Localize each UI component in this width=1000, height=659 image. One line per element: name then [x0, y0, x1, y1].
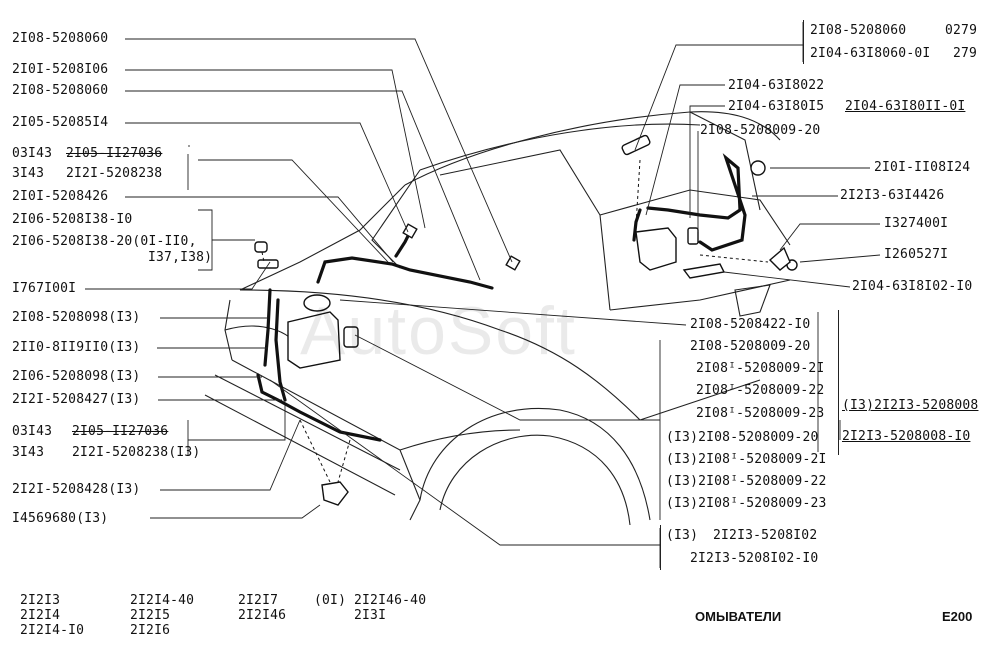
- label-r-13-21213-5208008: (I3)2I2I3-5208008: [842, 398, 979, 413]
- label-17671001: I767I00I: [12, 281, 77, 296]
- assembly-dashed-lines: [261, 159, 769, 483]
- label-2101-5208106: 2I0I-5208I06: [12, 62, 109, 77]
- watermark: AutoSoft: [300, 293, 577, 369]
- label-r-13274001: I327400I: [884, 216, 949, 231]
- label-r-2108-5208060: 2I08-5208060: [810, 23, 907, 38]
- label-r-2104-6318102-10: 2I04-63I8I02-I0: [852, 279, 973, 294]
- label-r-2108-5208009-22: 2I08ᴵ-5208009-22: [696, 383, 825, 398]
- model-212146: 2I2I46: [238, 608, 287, 623]
- page-code: E200: [942, 609, 973, 624]
- label-r-13-prefix: (I3): [666, 528, 699, 543]
- label-r-13-2108-5208009-21: (I3)2I08ᴵ-5208009-2I: [666, 452, 827, 467]
- label-2121-5208238: 2I2I-5208238: [66, 166, 163, 181]
- label-r-2108-5208009-23: 2I08ᴵ-5208009-23: [696, 406, 825, 421]
- front-nozzle-left: [402, 223, 418, 239]
- model-21213: 2I2I3: [20, 593, 61, 608]
- label-r-21213-5208102-10: 2I2I3-5208I02-I0: [690, 551, 819, 566]
- label-2106-5208098-13: 2I06-5208098(I3): [12, 369, 141, 384]
- label-2105-1127036-lower-struck: 2I05-II27036: [72, 424, 169, 439]
- label-03143: 03I43: [12, 146, 53, 161]
- label-2105-1127036-struck: 2I05-II27036: [66, 146, 163, 161]
- label-r-2104-6318022: 2I04-63I8022: [728, 78, 825, 93]
- label-r-2108-5208009-20: 2I08-5208009-20: [700, 123, 821, 138]
- bracket-mid-right: [838, 310, 839, 455]
- front-washer-reservoir: [287, 311, 341, 369]
- label-3143-lower: 3I43: [12, 445, 45, 460]
- label-r-13-2108-5208009-20: (I3)2I08-5208009-20: [666, 430, 819, 445]
- rear-bracket: [682, 263, 726, 279]
- label-r-12605271: I260527I: [884, 247, 949, 262]
- label-r-0279: 0279: [945, 23, 978, 38]
- label-2121-5208428-13: 2I2I-5208428(I3): [12, 482, 141, 497]
- label-r-21213-5208102: 2I2I3-5208I02: [713, 528, 818, 543]
- label-2108-5208060: 2I08-5208060: [12, 83, 109, 98]
- components: [254, 134, 798, 506]
- label-2106-5208138-20: 2I06-5208I38-20(0I-II0,: [12, 234, 197, 249]
- label-2121-5208238-13: 2I2I-5208238(I3): [72, 445, 201, 460]
- label-r-2104-6318060-01: 2I04-63I8060-0I: [810, 46, 931, 61]
- label-r-2104-6318015: 2I04-63I80I5: [728, 99, 825, 114]
- label-2110-8119110-13: 2II0-8II9II0(I3): [12, 340, 141, 355]
- model-21214-40: 2I2I4-40: [130, 593, 195, 608]
- label-r-21213-6314426: 2I2I3-63I4426: [840, 188, 945, 203]
- clip: [254, 241, 268, 253]
- label-2106-5208138-10: 2I06-5208I38-I0: [12, 212, 133, 227]
- rear-washer-reservoir: [635, 227, 677, 271]
- model-212146-40: 2I2I46-40: [354, 593, 427, 608]
- model-note-01: (0I): [314, 593, 347, 608]
- rear-nozzle-body: [768, 246, 791, 271]
- label-2121-5208427-13: 2I2I-5208427(I3): [12, 392, 141, 407]
- label-2101-5208426: 2I0I-5208426: [12, 189, 109, 204]
- car-body-outline: [204, 111, 791, 526]
- bracket-top-right: [803, 20, 804, 64]
- label-14569680-13: I4569680(I3): [12, 511, 109, 526]
- label-r-2108-5208009-20-b: 2I08-5208009-20: [690, 339, 811, 354]
- model-21217: 2I2I7: [238, 593, 279, 608]
- model-21214-10: 2I2I4-I0: [20, 623, 85, 638]
- label-2108-5208098-13: 2I08-5208098(I3): [12, 310, 141, 325]
- model-21214: 2I2I4: [20, 608, 61, 623]
- model-21215: 2I2I5: [130, 608, 171, 623]
- label-r-2108-5208009-21: 2I08ᴵ-5208009-2I: [696, 361, 825, 376]
- grommet: [750, 160, 766, 176]
- label-3143: 3I43: [12, 166, 45, 181]
- label-2108-5208060-top: 2I08-5208060: [12, 31, 109, 46]
- rear-washer-pump: [687, 227, 699, 245]
- front-nozzle-right: [505, 255, 521, 271]
- bracket-clip: [257, 259, 279, 269]
- label-r-13-2108-5208009-22: (I3)2I08ᴵ-5208009-22: [666, 474, 827, 489]
- label-03143-lower: 03I43: [12, 424, 53, 439]
- label-2105-5208514: 2I05-52085I4: [12, 115, 109, 130]
- headlamp-washer-nozzle: [321, 481, 349, 506]
- label-r-2101-1108124: 2I0I-II08I24: [874, 160, 971, 175]
- bracket-bottom: [660, 525, 661, 570]
- reservoir-cap: [303, 294, 331, 312]
- label-137-138: I37,I38): [148, 250, 213, 265]
- model-21216: 2I2I6: [130, 623, 171, 638]
- label-r-2104-6318011-01: 2I04-63I80II-0I: [845, 99, 966, 114]
- label-r-2108-5208422-10: 2I08-5208422-I0: [690, 317, 811, 332]
- rear-nozzle: [621, 134, 651, 156]
- model-2131: 2I3I: [354, 608, 387, 623]
- label-r-21213-5208008-10: 2I2I3-5208008-I0: [842, 429, 971, 444]
- label-r-13-2108-5208009-23: (I3)2I08ᴵ-5208009-23: [666, 496, 827, 511]
- page-title: ОМЫВАТЕЛИ: [695, 609, 782, 624]
- label-r-279: 279: [953, 46, 978, 61]
